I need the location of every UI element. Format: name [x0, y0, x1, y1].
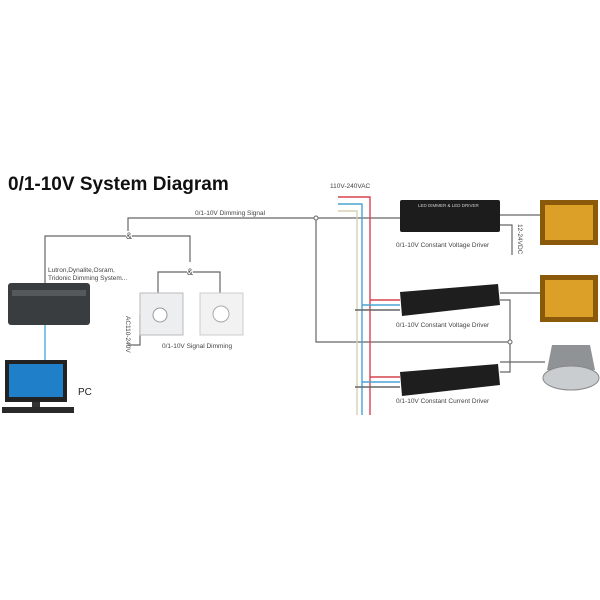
- power-wires: [338, 196, 400, 415]
- dc-output-label: 12-24VDC: [516, 224, 523, 255]
- ac-dimmer-label: AC110-240V: [124, 316, 131, 353]
- driver-1: [400, 200, 500, 232]
- signal-dimming-label: 0/1-10V Signal Dimming: [162, 343, 233, 350]
- keyboard: [2, 407, 74, 413]
- driver-3: [400, 364, 500, 396]
- signal-wires: [44, 214, 545, 373]
- driver-2-label: 0/1-10V Constant Voltage Driver: [396, 322, 490, 329]
- junction-dots: [313, 215, 513, 345]
- pc-label: PC: [78, 387, 92, 398]
- driver-1-label: 0/1-10V Constant Voltage Driver: [396, 242, 490, 249]
- led-downlight: [547, 345, 595, 370]
- page-title: 0/1-10V System Diagram: [8, 174, 229, 195]
- dimming-signal-label: 0/1-10V Dimming Signal: [195, 210, 266, 217]
- driver-1-header: LED DIMMER & LED DRIVER: [418, 203, 479, 208]
- systems-label-2: Tridonic Dimming System...: [48, 275, 128, 282]
- dimming-controller: [8, 283, 90, 325]
- driver-3-label: 0/1-10V Constant Current Driver: [396, 398, 490, 405]
- systems-label: Lutron,Dynalite,Osram,: [48, 267, 115, 274]
- ac-input-label: 110V-240VAC: [330, 183, 371, 190]
- and-junction-1: &: [126, 231, 133, 241]
- and-junction-2: &: [187, 267, 194, 277]
- driver-2: [400, 284, 500, 316]
